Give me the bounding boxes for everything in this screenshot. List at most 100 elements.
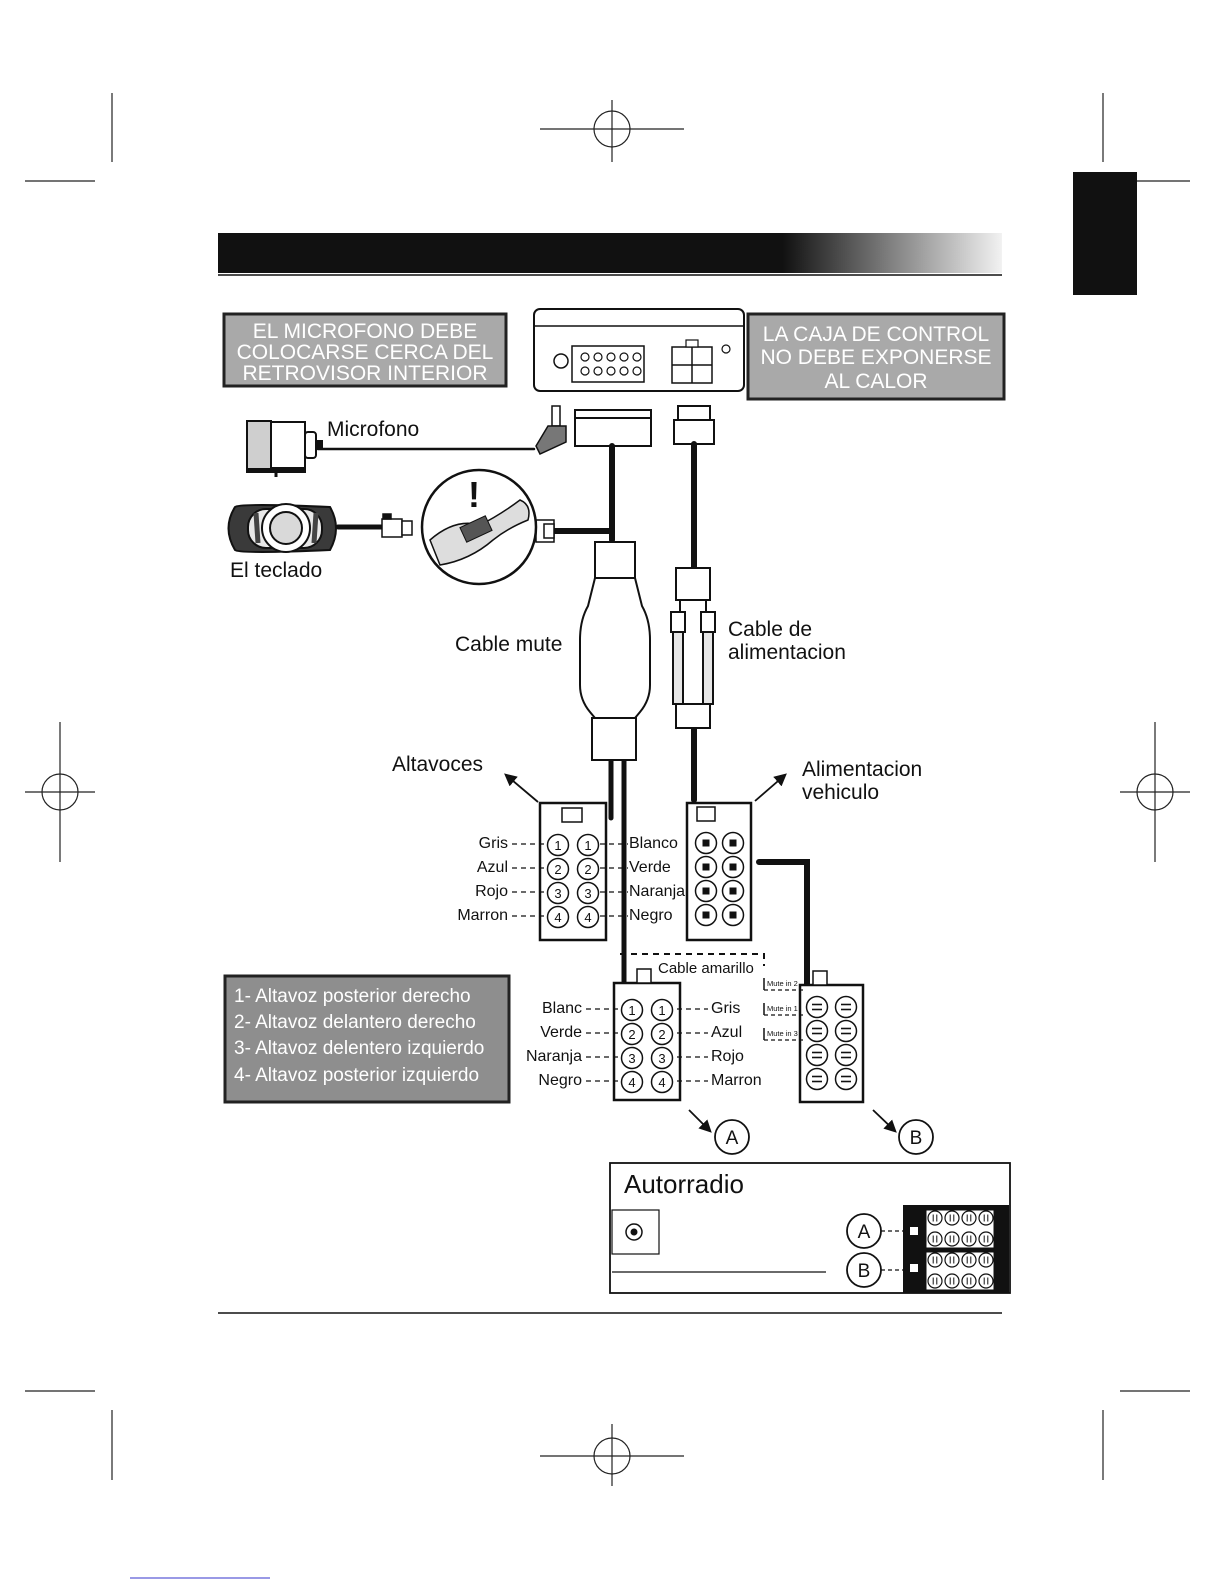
- power-cable-fuse-holder: [670, 567, 716, 729]
- pin-circle: [546, 857, 570, 881]
- mute-cable-label: Cable mute: [455, 633, 562, 656]
- control-box: [533, 308, 745, 392]
- b-pin: [834, 995, 858, 1019]
- speakers-arrow: [504, 773, 539, 803]
- mic-jack-plug: [535, 405, 567, 455]
- pin-number: 4: [658, 1075, 665, 1090]
- car-radio: Autorradio A B: [609, 1162, 1011, 1294]
- b-pin: [834, 1067, 858, 1091]
- marker-a: A: [714, 1119, 750, 1155]
- pin-circle: [546, 905, 570, 929]
- control-box-note: LA CAJA DE CONTROL NO DEBE EXPONERSE AL …: [746, 312, 1006, 401]
- microphone-icon: [246, 420, 323, 477]
- pin-circle: [650, 1070, 674, 1094]
- legend-line-4: 4- Altavoz posterior izquierdo: [234, 1065, 479, 1086]
- keypad-label: El teclado: [230, 559, 322, 582]
- power-pin-mark: [729, 887, 737, 895]
- marker-a-arrow: [688, 1109, 712, 1133]
- radio-socket-pin: [927, 1273, 943, 1289]
- pin-number: 4: [554, 910, 561, 925]
- vehicle-power-pins: [694, 831, 745, 927]
- pin-number: 3: [658, 1051, 665, 1066]
- power-pin-mark: [702, 863, 710, 871]
- b-pin: [805, 1043, 829, 1067]
- wire-color-label: Negro: [538, 1072, 582, 1089]
- wire-color-label: Gris: [711, 1000, 740, 1017]
- b-pin: [805, 995, 829, 1019]
- wire-color-label: Naranja: [526, 1048, 582, 1065]
- pin-circle: [576, 833, 600, 857]
- cables: [316, 441, 810, 991]
- marker-b: B: [898, 1119, 934, 1155]
- wire-color-label: Verde: [629, 859, 671, 876]
- yellow-cable-link: [620, 953, 765, 966]
- pin-number: 1: [554, 838, 561, 853]
- wire-color-label: Rojo: [475, 883, 508, 900]
- side-tab: [1073, 172, 1137, 295]
- microphone-note: EL MICROFONO DEBE COLOCARSE CERCA DEL RE…: [222, 312, 508, 388]
- radio-socket-pin: [961, 1273, 977, 1289]
- power-cable-label-line-2: alimentacion: [728, 641, 846, 664]
- mute-label: Mute in 1: [767, 1004, 798, 1013]
- radio-socket-pin: [978, 1231, 994, 1247]
- legend-line-3: 3- Altavoz delentero izquierdo: [234, 1038, 484, 1059]
- connector-b-pins: [805, 995, 858, 1091]
- microphone-note-line-2: COLOCARSE CERCA DEL: [237, 341, 494, 364]
- wire-color-label: Gris: [479, 835, 508, 852]
- control-box-note-line-1: LA CAJA DE CONTROL: [763, 323, 989, 346]
- power-pin-mark: [729, 863, 737, 871]
- control-box-note-line-2: NO DEBE EXPONERSE: [760, 346, 991, 369]
- radio-socket-pin: [944, 1231, 960, 1247]
- header-bar: [218, 233, 1002, 273]
- pin-number: 2: [554, 862, 561, 877]
- radio-socket-pin: [944, 1252, 960, 1268]
- vehicle-power-label-line-1: Alimentacion: [802, 758, 922, 781]
- pin-number: 2: [658, 1027, 665, 1042]
- crop-marks: [25, 93, 1190, 1486]
- mute-label: Mute in 3: [767, 1029, 798, 1038]
- mute-cable-splitter: [579, 541, 651, 761]
- pin-number: 3: [584, 886, 591, 901]
- radio-socket-pin: [927, 1252, 943, 1268]
- power-cable-label-line-1: Cable de: [728, 618, 812, 641]
- wire-color-label: Azul: [711, 1024, 742, 1041]
- keypad-icon: [227, 503, 337, 553]
- power-pin-mark: [702, 887, 710, 895]
- wire-color-label: Verde: [540, 1024, 582, 1041]
- radio-socket-pin: [978, 1210, 994, 1226]
- wire-color-label: Marron: [457, 907, 508, 924]
- pin-number: 2: [584, 862, 591, 877]
- radio-socket-pin: [961, 1210, 977, 1226]
- wire-color-label: Azul: [477, 859, 508, 876]
- radio-socket-pin: [961, 1252, 977, 1268]
- radio-socket-pin: [978, 1252, 994, 1268]
- radio-socket-pin: [978, 1273, 994, 1289]
- control-box-keypad-socket: [535, 519, 555, 543]
- pin-circle: [650, 1022, 674, 1046]
- legend-line-1: 1- Altavoz posterior derecho: [234, 986, 471, 1007]
- marker-a-letter: A: [726, 1128, 739, 1149]
- b-pin: [834, 1043, 858, 1067]
- connection-detail-circle: !: [420, 468, 538, 586]
- legend-line-2: 2- Altavoz delantero derecho: [234, 1012, 476, 1033]
- power-pin-mark: [702, 839, 710, 847]
- pin-circle: [620, 1022, 644, 1046]
- b-pin: [834, 1019, 858, 1043]
- pin-number: 3: [628, 1051, 635, 1066]
- wire-color-label: Negro: [629, 907, 673, 924]
- pin-circle: [546, 833, 570, 857]
- pin-number: 1: [658, 1003, 665, 1018]
- vehicle-power-label-line-2: vehiculo: [802, 781, 879, 804]
- radio-socket-pin: [927, 1231, 943, 1247]
- keypad-plug: [381, 513, 413, 538]
- microphone-note-line-1: EL MICROFONO DEBE: [253, 320, 477, 343]
- pin-circle: [650, 1046, 674, 1070]
- pin-circle: [650, 998, 674, 1022]
- wire-color-label: Blanco: [629, 835, 678, 852]
- power-pin-mark: [729, 911, 737, 919]
- yellow-cable-label: Cable amarillo: [658, 960, 754, 977]
